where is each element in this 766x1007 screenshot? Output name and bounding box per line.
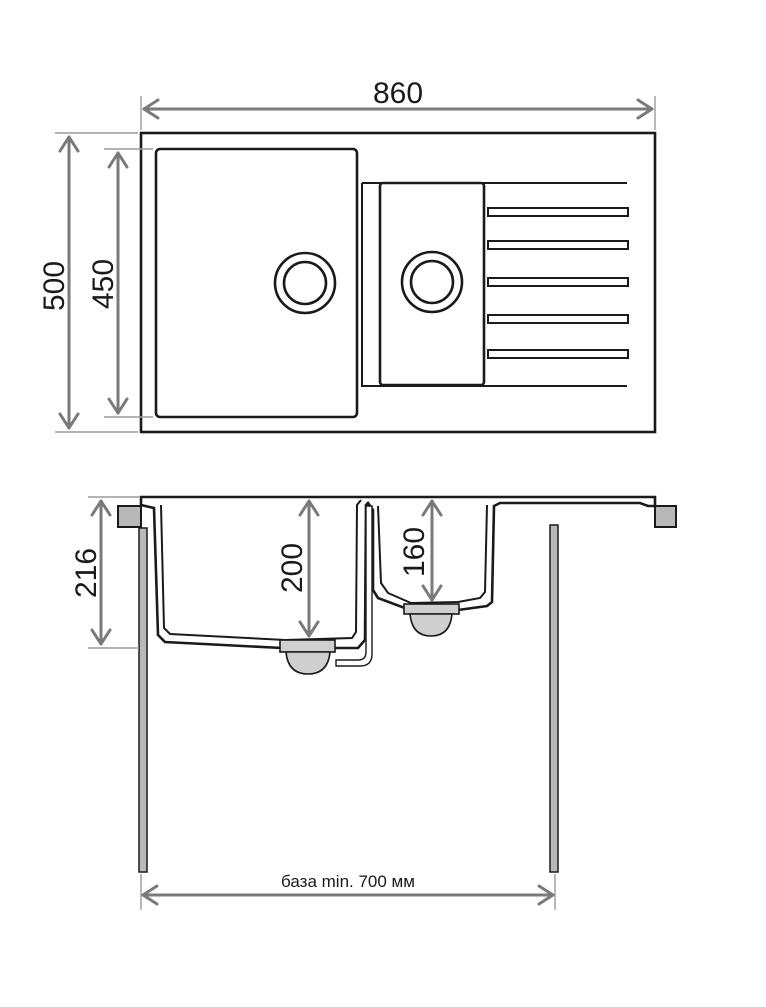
dimension-main-bowl-depth-label: 200 [276,543,309,593]
dimension-width [140,96,656,130]
overflow-pipe [335,505,373,667]
dimension-cabinet-height-label: 216 [70,548,103,598]
dimension-second-bowl-depth [421,499,443,602]
main-bowl [154,147,359,419]
dimension-second-bowl-depth-label: 160 [398,527,431,577]
dimension-depth-bowl [104,148,153,418]
dimension-depth-bowl-label: 450 [87,259,120,309]
second-bowl-drain [400,250,464,314]
dimension-width-label: 860 [373,77,423,110]
second-bowl [378,181,486,387]
dimension-base-label: база min. 700 мм [281,872,415,891]
main-drain-fitting [279,639,336,675]
dimension-depth-outer-label: 500 [38,261,71,311]
sink-outline [139,131,657,434]
dimension-main-bowl-depth [298,499,320,638]
top-view: 860 500 450 [38,77,657,434]
dimension-depth-outer [55,132,138,433]
second-drain-fitting [403,603,460,637]
main-bowl-drain [273,251,337,315]
left-cabinet-wall [138,527,148,873]
side-view: 216 200 160 база min. 700 мм [70,495,677,910]
drainboard-outline [361,182,627,387]
drainboard-grooves [487,207,629,359]
left-countertop [117,505,142,528]
right-cabinet-wall [549,524,559,873]
dimension-base [140,874,556,910]
right-countertop [654,505,677,528]
sink-profile-inner [160,499,488,642]
dimension-cabinet-height [88,496,139,649]
